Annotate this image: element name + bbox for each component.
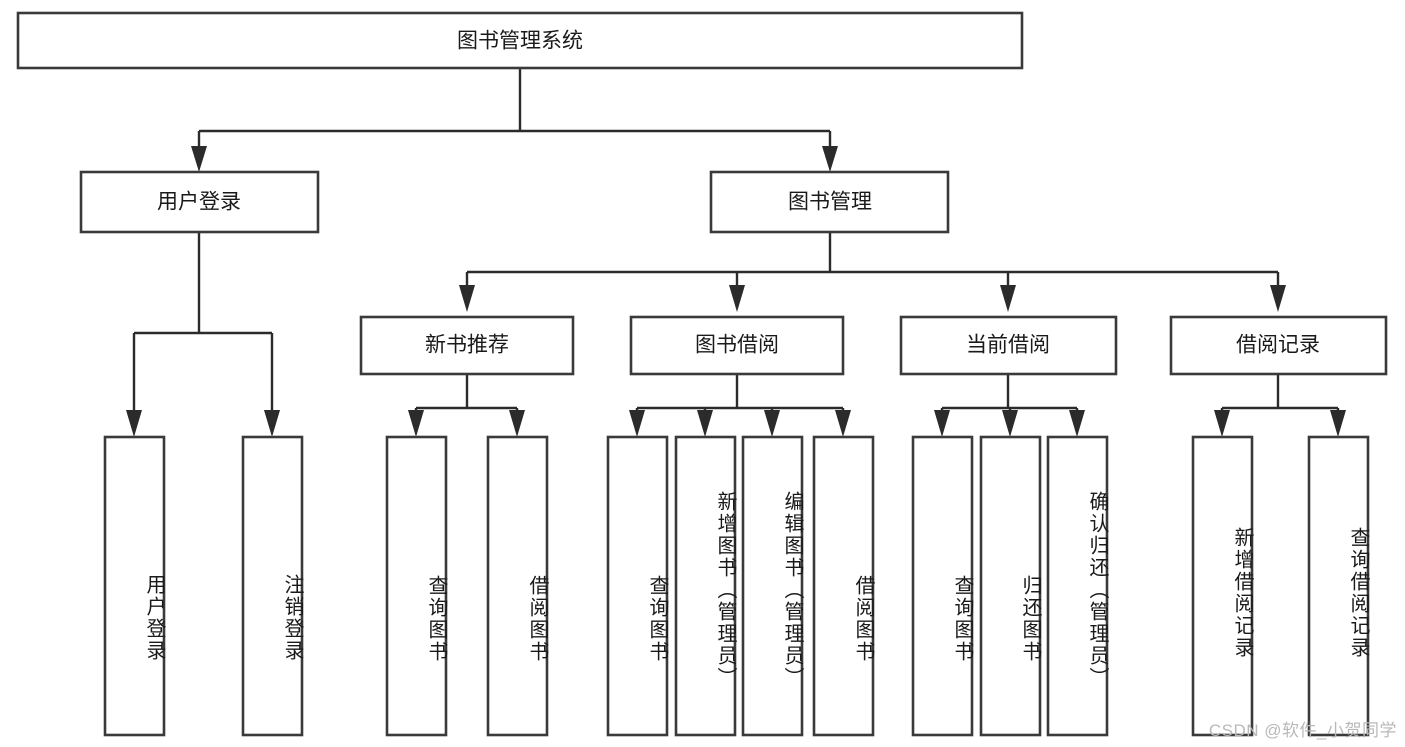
node-label-book-borrow: 图书借阅 (695, 334, 779, 357)
connector-group-new-book-recommend (408, 374, 525, 437)
leaf-box-user-login-2[interactable] (241, 435, 304, 737)
leaf-box-nbr-2[interactable] (486, 435, 549, 737)
arrow-head-cb-leaf-3 (1069, 410, 1085, 437)
leaf-box-bb-1[interactable] (606, 435, 669, 737)
node-label-new-book-recommend: 新书推荐 (425, 334, 509, 357)
node-box-book-management[interactable] (709, 170, 950, 234)
node-label-user-login: 用户登录 (157, 191, 241, 214)
arrow-head-br-leaf-2 (1330, 410, 1346, 437)
leaf-box-nbr-1[interactable] (385, 435, 448, 737)
leaf-box-cb-1[interactable] (911, 435, 974, 737)
leaf-boxes-new-book-recommend (385, 435, 549, 737)
node-box-root[interactable] (16, 11, 1024, 70)
leaf-box-cb-2[interactable] (979, 435, 1042, 737)
leaf-box-br-1[interactable] (1191, 435, 1254, 737)
arrow-head-bb-leaf-4 (835, 410, 851, 437)
leaf-box-bb-3[interactable] (741, 435, 804, 737)
arrow-head-new-book-recommend (459, 285, 475, 312)
arrow-head-bb-leaf-2 (697, 410, 713, 437)
arrow-head-bb-leaf-3 (764, 410, 780, 437)
arrow-head-book-borrow (729, 285, 745, 312)
connector-group-borrow-record (1214, 374, 1346, 437)
arrow-head-current-borrow (1000, 285, 1016, 312)
node-borrow-record[interactable]: 借阅记录 (1169, 315, 1388, 376)
node-label-root: 图书管理系统 (457, 30, 583, 53)
arrow-head-nbr-leaf-1 (408, 410, 424, 437)
leaf-boxes-current-borrow (911, 435, 1109, 737)
leaf-boxes-book-borrow (606, 435, 875, 737)
node-book-borrow[interactable]: 图书借阅 (629, 315, 845, 376)
node-label-borrow-record: 借阅记录 (1236, 334, 1320, 357)
arrow-head-cb-leaf-1 (934, 410, 950, 437)
node-box-user-login[interactable] (79, 170, 320, 234)
node-user-login[interactable]: 用户登录 (79, 170, 320, 234)
leaf-boxes-borrow-record (1191, 435, 1370, 737)
node-root[interactable]: 图书管理系统 (16, 11, 1024, 70)
connector-group-book-borrow (629, 374, 851, 437)
arrow-head-leaf-user-login (126, 410, 142, 437)
connector-group-current-borrow (934, 374, 1085, 437)
node-current-borrow[interactable]: 当前借阅 (899, 315, 1118, 376)
node-box-borrow-record[interactable] (1169, 315, 1388, 376)
node-book-management[interactable]: 图书管理 (709, 170, 950, 234)
connector-group-root (191, 68, 838, 172)
connector-group-user-login (126, 232, 280, 437)
arrow-head-bb-leaf-1 (629, 410, 645, 437)
node-box-new-book-recommend[interactable] (359, 315, 575, 376)
arrow-head-br-leaf-1 (1214, 410, 1230, 437)
node-box-book-borrow[interactable] (629, 315, 845, 376)
leaf-box-user-login-1[interactable] (103, 435, 166, 737)
node-label-book-management: 图书管理 (788, 191, 872, 214)
node-label-current-borrow: 当前借阅 (966, 334, 1050, 357)
leaf-box-bb-4[interactable] (812, 435, 875, 737)
leaf-boxes-user-login (103, 435, 304, 737)
leaf-box-cb-3[interactable] (1046, 435, 1109, 737)
arrow-head-user-login (191, 146, 207, 172)
connector-group-book-mgmt (459, 232, 1286, 312)
csdn-watermark: CSDN @软件_小贺同学 (1208, 721, 1397, 740)
node-box-current-borrow[interactable] (899, 315, 1118, 376)
arrow-head-leaf-logout (264, 410, 280, 437)
node-new-book-recommend[interactable]: 新书推荐 (359, 315, 575, 376)
arrow-head-nbr-leaf-2 (509, 410, 525, 437)
leaf-box-br-2[interactable] (1307, 435, 1370, 737)
arrow-head-book-mgmt (822, 146, 838, 172)
arrow-head-cb-leaf-2 (1002, 410, 1018, 437)
arrow-head-borrow-record (1270, 285, 1286, 312)
leaf-box-bb-2[interactable] (674, 435, 737, 737)
